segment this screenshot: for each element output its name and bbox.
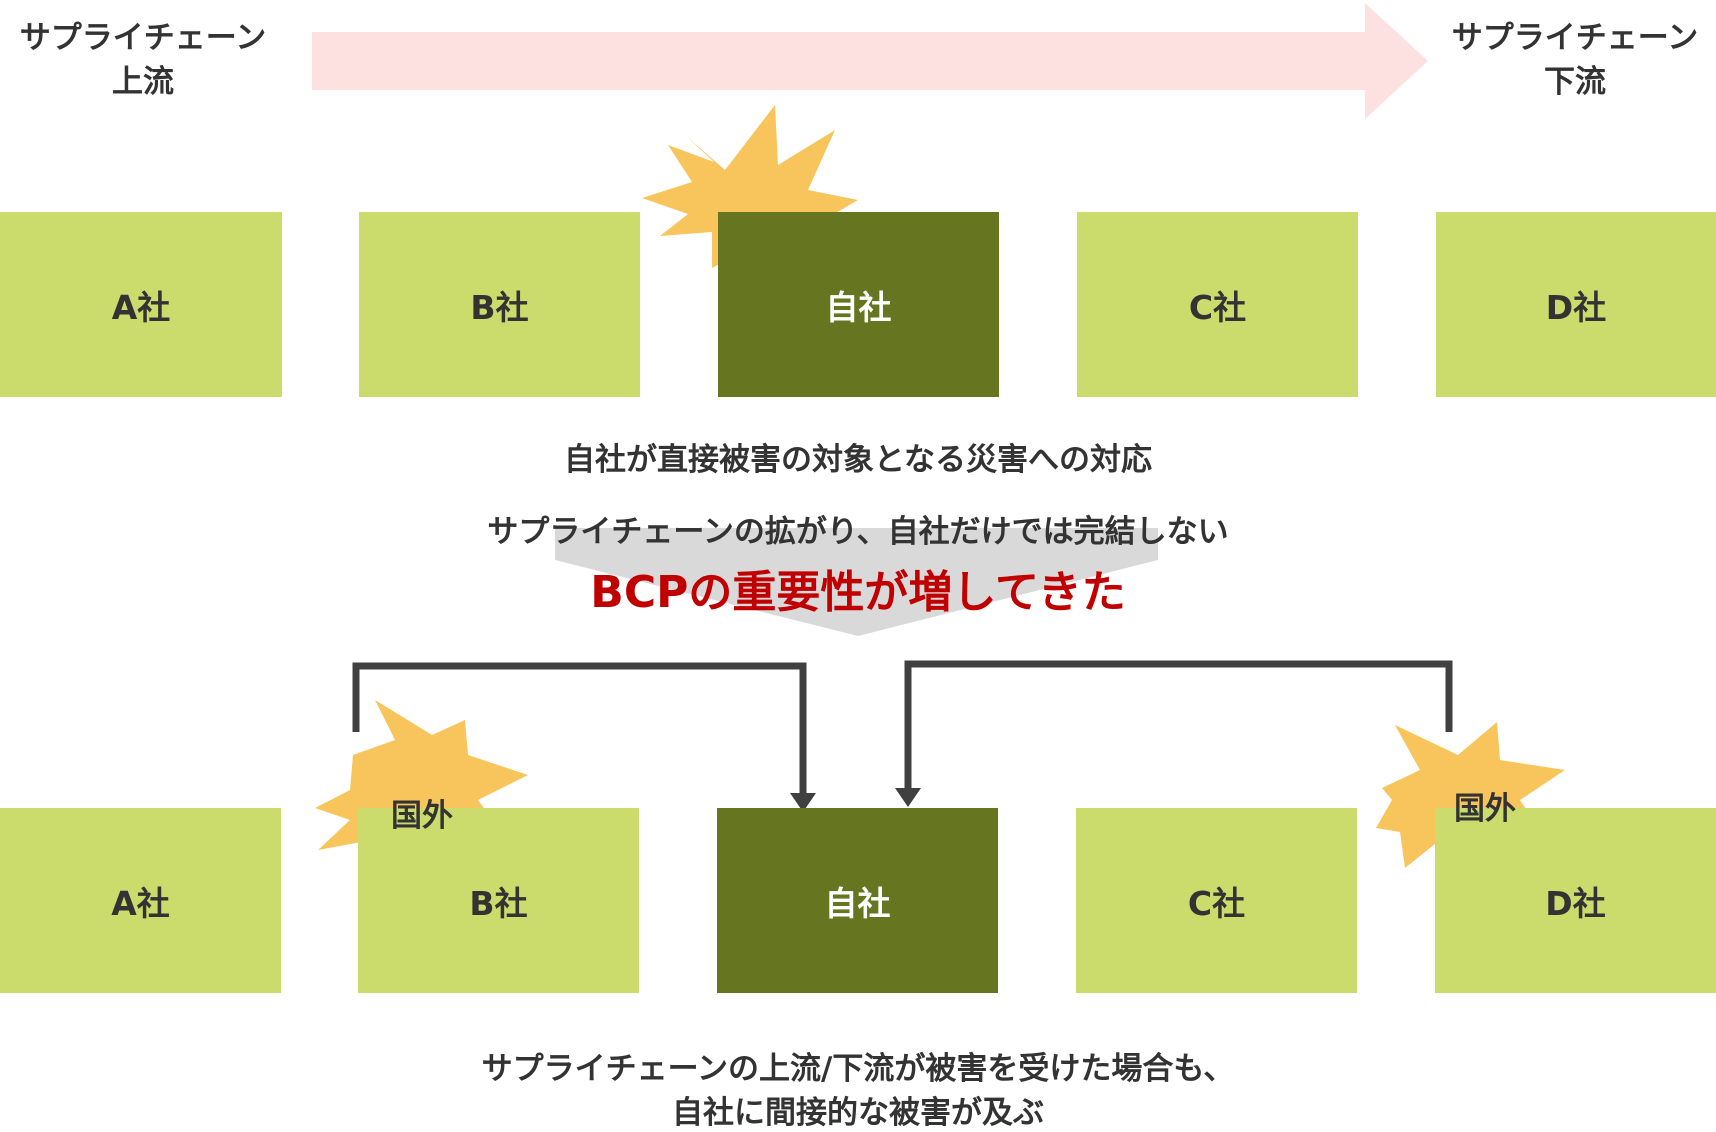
top-company-d-label: D社 [1545, 287, 1607, 327]
bottom-company-c-label: C社 [1187, 883, 1246, 923]
bottom-company-c-box: C社 [1076, 808, 1357, 993]
bottom-company-b-box: B社 [358, 808, 639, 993]
top-company-b-box: B社 [359, 212, 640, 397]
indirect-damage-caption-line2: 自社に間接的な被害が及ぶ [672, 1095, 1044, 1131]
right-connector-line [904, 660, 1453, 793]
right-connector-arrowhead [895, 788, 921, 807]
upstream-label-line2: 上流 [112, 64, 174, 100]
top-company-c-label: C社 [1188, 287, 1247, 327]
bottom-company-d-box: D社 [1435, 808, 1716, 993]
top-company-b-label: B社 [470, 287, 529, 327]
downstream-label: サプライチェーン 下流 [1440, 16, 1710, 104]
left-connector-line [352, 662, 807, 798]
right-overseas-label: 国外 [1454, 791, 1516, 827]
right-overseas-burst-icon [1376, 722, 1565, 878]
supply-chain-flow-arrow [312, 3, 1428, 119]
supply-chain-caption: サプライチェーンの拡がり、自社だけでは完結しない [487, 514, 1229, 550]
top-own-company-label: 自社 [825, 287, 892, 327]
top-company-a-label: A社 [111, 287, 171, 327]
left-overseas-label: 国外 [391, 798, 453, 834]
top-company-c-box: C社 [1077, 212, 1358, 397]
top-company-d-box: D社 [1436, 212, 1716, 397]
left-connector-arrowhead [790, 793, 816, 812]
indirect-damage-caption-line1: サプライチェーンの上流/下流が被害を受けた場合も、 [481, 1051, 1235, 1087]
bcp-emphasis-text: BCPの重要性が増してきた [590, 567, 1126, 618]
bottom-company-a-label: A社 [111, 883, 170, 923]
bottom-company-d-label: D社 [1545, 883, 1606, 923]
direct-damage-caption: 自社が直接被害の対象となる災害への対応 [563, 442, 1153, 478]
bottom-company-b-label: B社 [469, 883, 528, 923]
bottom-company-a-box: A社 [0, 808, 281, 993]
downstream-label-line2: 下流 [1544, 64, 1606, 100]
top-own-company-box: 自社 [718, 212, 999, 397]
bottom-own-company-box: 自社 [717, 808, 998, 993]
bottom-own-company-label: 自社 [824, 883, 891, 923]
upstream-label-line1: サプライチェーン [19, 20, 267, 56]
top-company-a-box: A社 [0, 212, 282, 397]
transition-down-arrow [555, 528, 1158, 636]
downstream-label-line1: サプライチェーン [1451, 20, 1699, 56]
upstream-label: サプライチェーン 上流 [8, 16, 278, 104]
